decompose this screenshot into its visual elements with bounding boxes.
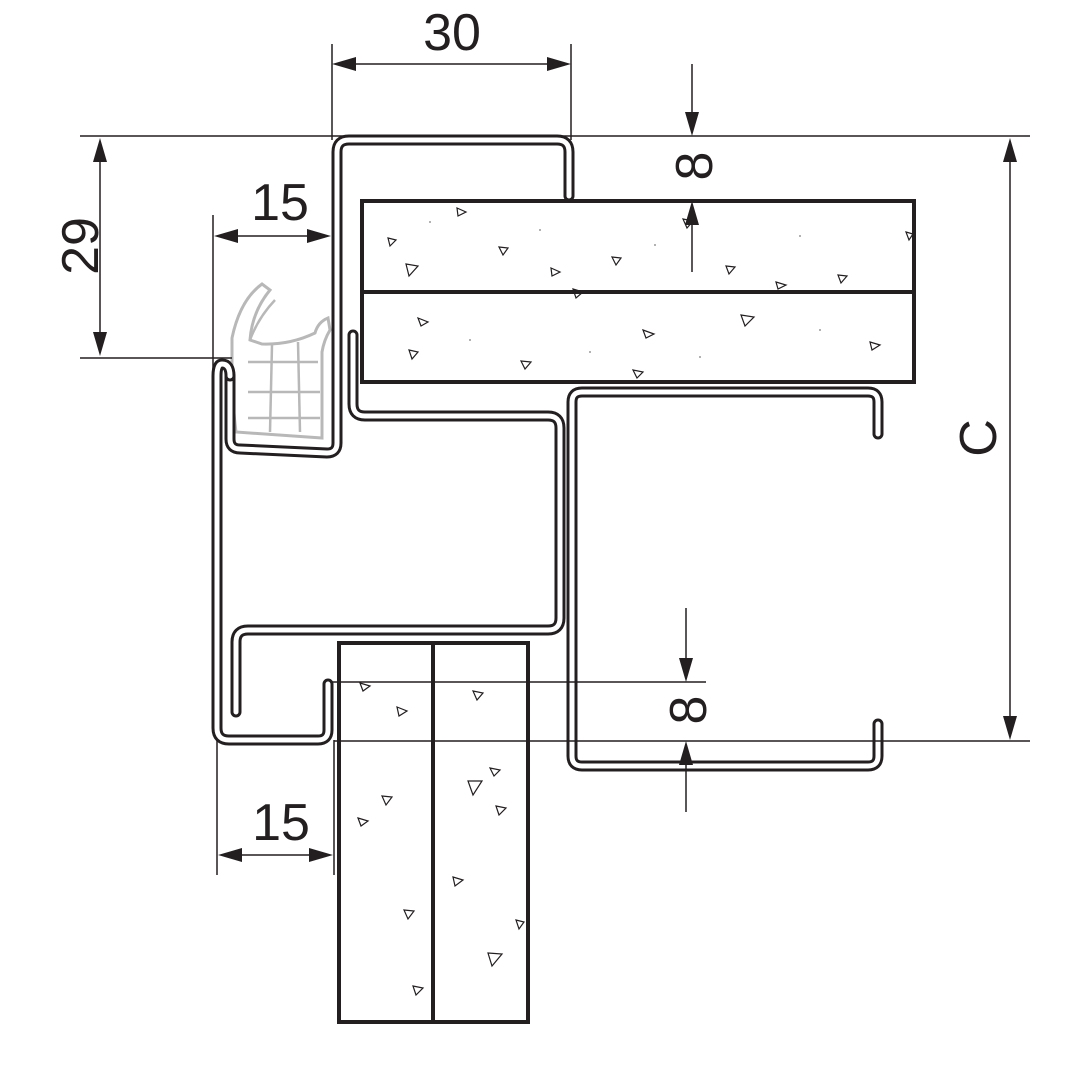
steel-frame-profile [211,134,884,772]
dimension-left-height-label: 29 [52,217,110,275]
dimension-overall-height: C [950,138,1017,740]
upper-panel [360,199,916,384]
dimension-top-width: 30 [331,4,572,140]
dimension-overall-height-label: C [950,419,1008,457]
lower-panel [337,641,530,1024]
dimension-top-width-label: 30 [423,4,481,62]
dimension-upper-offset: 15 [212,174,331,405]
dimension-top-gap-label: 8 [666,152,724,181]
upper-panel-texture [387,207,914,380]
dimension-bottom-gap-label: 8 [660,696,718,725]
dimension-lower-offset-label: 15 [252,794,310,852]
dimension-bottom-gap: 8 [330,608,1030,812]
rubber-gasket [230,282,332,440]
dimension-lower-offset: 15 [216,740,335,875]
dimension-top-gap: 8 [666,64,724,272]
dimension-left-height: 29 [52,135,1030,359]
dimension-upper-offset-label: 15 [251,174,309,232]
lower-panel-texture [357,682,526,997]
upper-panel-specks [429,221,821,358]
